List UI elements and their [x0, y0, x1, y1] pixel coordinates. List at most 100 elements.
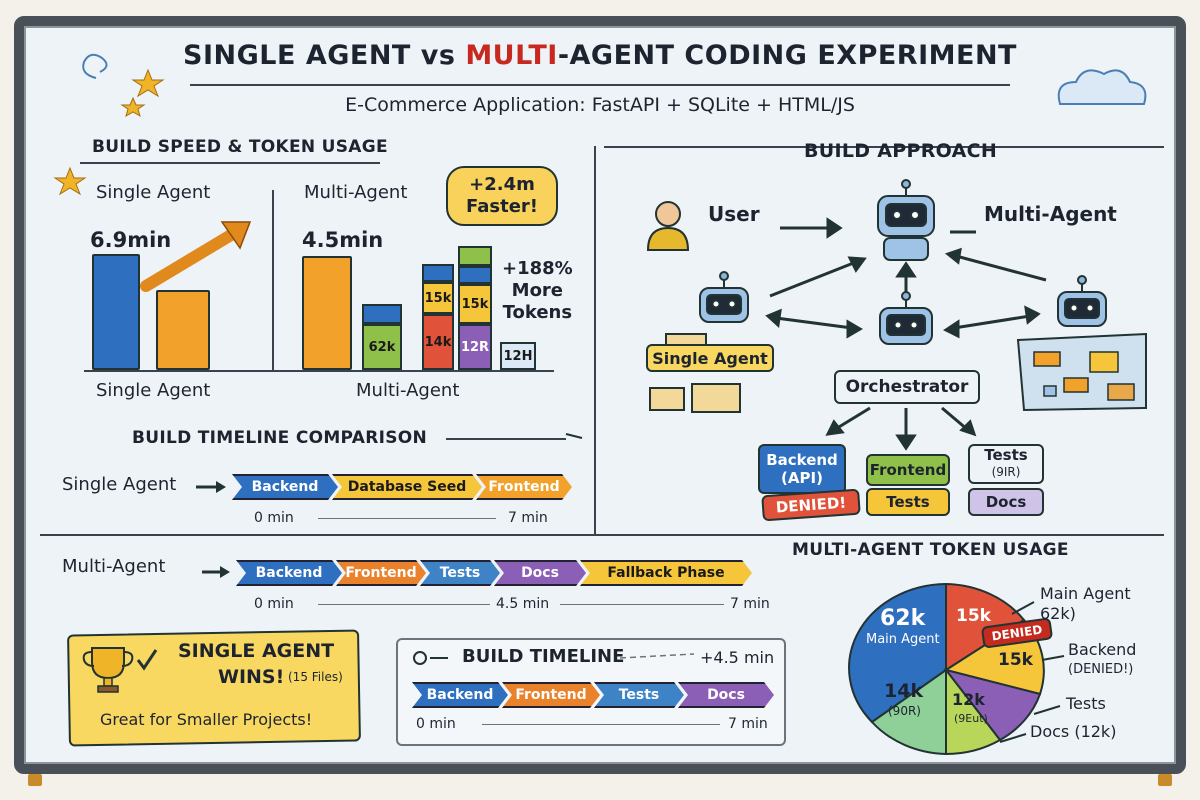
- column-divider: [594, 146, 596, 534]
- cloud-icon: [1057, 69, 1147, 105]
- page-subtitle: E-Commerce Application: FastAPI + SQLite…: [345, 94, 855, 116]
- token-section-title: MULTI-AGENT TOKEN USAGE: [792, 540, 1069, 560]
- backend-box-sub: (API): [781, 469, 823, 487]
- multi-footer-label: Multi-Agent: [356, 380, 460, 401]
- pie-main-value: 62k: [880, 606, 926, 631]
- multi-tick-line: [318, 604, 490, 605]
- pie-docs-sub: (90R): [888, 704, 921, 718]
- winner-note: Great for Smaller Projects!: [100, 710, 313, 729]
- stack-segment-15k: 15k: [422, 282, 454, 314]
- faster-text: Faster!: [466, 196, 538, 217]
- multi-tick-start: 0 min: [254, 596, 294, 612]
- single-phase-backend: Backend: [232, 474, 338, 500]
- backend-agent-box: Backend (API): [758, 444, 846, 494]
- orchestrator-box: Orchestrator: [834, 370, 980, 404]
- faster-value: +2.4m: [469, 174, 535, 195]
- title-underline: [190, 84, 1010, 86]
- robot-icon: [699, 271, 749, 323]
- docs-agent-box: Docs: [968, 488, 1044, 516]
- callout-backend-line2: (DENIED!): [1068, 662, 1134, 677]
- tests-sub-title: Tests: [984, 446, 1028, 464]
- multi-phase-fallback: Fallback Phase: [580, 560, 752, 586]
- user-icon: [646, 201, 690, 251]
- title-accent: MULTI: [465, 40, 558, 71]
- callout-main-line1: Main Agent: [1040, 584, 1131, 603]
- single-tick-line: [318, 518, 496, 519]
- tokens-word: Tokens: [502, 302, 573, 323]
- user-label: User: [708, 202, 760, 226]
- multi-heading: Multi-Agent: [304, 182, 408, 203]
- frontend-agent-box: Frontend: [866, 454, 950, 486]
- single-phase-frontend: Frontend: [476, 474, 572, 500]
- stack-segment-14k: 14k: [422, 314, 454, 370]
- single-tick-end: 7 min: [508, 510, 548, 526]
- single-time-label: 6.9min: [90, 228, 172, 252]
- pie-tests-12k-value: 12k: [952, 690, 985, 709]
- stack-segment-15k: 15k: [458, 284, 492, 324]
- stack-segment: [458, 266, 492, 284]
- star-icon: [120, 96, 146, 118]
- timeline-section-title: BUILD TIMELINE COMPARISON: [132, 428, 428, 448]
- stack-segment-62k: 62k: [362, 324, 402, 370]
- winner-line1: SINGLE AGENT: [178, 640, 335, 662]
- backend-box-title: Backend: [766, 451, 838, 469]
- single-timeline: Backend Database Seed Frontend: [232, 474, 572, 500]
- mini-timeline-title: BUILD TIMELINE: [462, 646, 625, 667]
- single-footer-label: Single Agent: [96, 380, 211, 401]
- multi-phase-backend: Backend: [236, 560, 342, 586]
- robot-icon: [877, 179, 935, 261]
- lower-divider: [40, 534, 1164, 536]
- single-agent-box: Single Agent: [646, 344, 774, 372]
- winner-files: (15 Files): [288, 670, 343, 684]
- title-part2: -AGENT CODING EXPERIMENT: [557, 40, 1017, 71]
- callout-backend: Backend (DENIED!): [1068, 640, 1136, 680]
- mini-phase-frontend: Frontend: [502, 682, 600, 708]
- callout-main: Main Agent 62k): [1040, 584, 1131, 624]
- multi-time-bar: [302, 256, 352, 370]
- stack-segment-12r: 12R: [458, 324, 492, 370]
- speed-title-underline: [80, 162, 380, 164]
- star-icon: [131, 68, 165, 98]
- stack-segment: [362, 304, 402, 324]
- approach-section-title: BUILD APPROACH: [804, 140, 998, 162]
- callout-docs: Docs (12k): [1030, 722, 1117, 741]
- mini-timeline-bar: Backend Frontend Tests Docs: [412, 682, 774, 708]
- multi-agent-label: Multi-Agent: [984, 202, 1117, 226]
- pie-main-name: Main Agent: [866, 632, 940, 647]
- pie-slice-14k: [870, 668, 947, 756]
- multi-tick-line-2: [560, 604, 724, 605]
- single-token-bar: [156, 290, 210, 370]
- pie-docs-value: 14k: [884, 680, 924, 702]
- chart-baseline: [84, 370, 554, 372]
- multi-timeline: Backend Frontend Tests Docs Fallback Pha…: [236, 560, 752, 586]
- approach-divider: [604, 146, 1164, 148]
- callout-tests: Tests: [1066, 694, 1106, 713]
- tests-sub-box: Tests (9IR): [968, 444, 1044, 484]
- timeline-single-label: Single Agent: [62, 474, 177, 495]
- title-part1: SINGLE AGENT vs: [183, 40, 466, 71]
- tests-agent-box: Tests: [866, 488, 950, 516]
- page-title: SINGLE AGENT vs MULTI-AGENT CODING EXPER…: [0, 40, 1200, 71]
- mini-phase-tests: Tests: [594, 682, 684, 708]
- multi-tick-end: 7 min: [730, 596, 770, 612]
- pie-backend-value: 15k: [956, 606, 991, 626]
- mini-tick-start: 0 min: [416, 716, 456, 732]
- stack-segment: [458, 246, 492, 266]
- multi-phase-docs: Docs: [494, 560, 586, 586]
- faster-callout: +2.4m Faster!: [446, 166, 558, 226]
- more-tokens-label: +188% More Tokens: [502, 258, 573, 324]
- mini-phase-backend: Backend: [412, 682, 508, 708]
- winner-line2: WINS!: [218, 666, 285, 688]
- swirl-icon: [82, 53, 108, 79]
- mini-phase-docs: Docs: [678, 682, 774, 708]
- pie-slice-purple: [943, 668, 1042, 742]
- board-foot-left: [28, 774, 42, 786]
- single-tick-start: 0 min: [254, 510, 294, 526]
- multi-phase-tests: Tests: [420, 560, 500, 586]
